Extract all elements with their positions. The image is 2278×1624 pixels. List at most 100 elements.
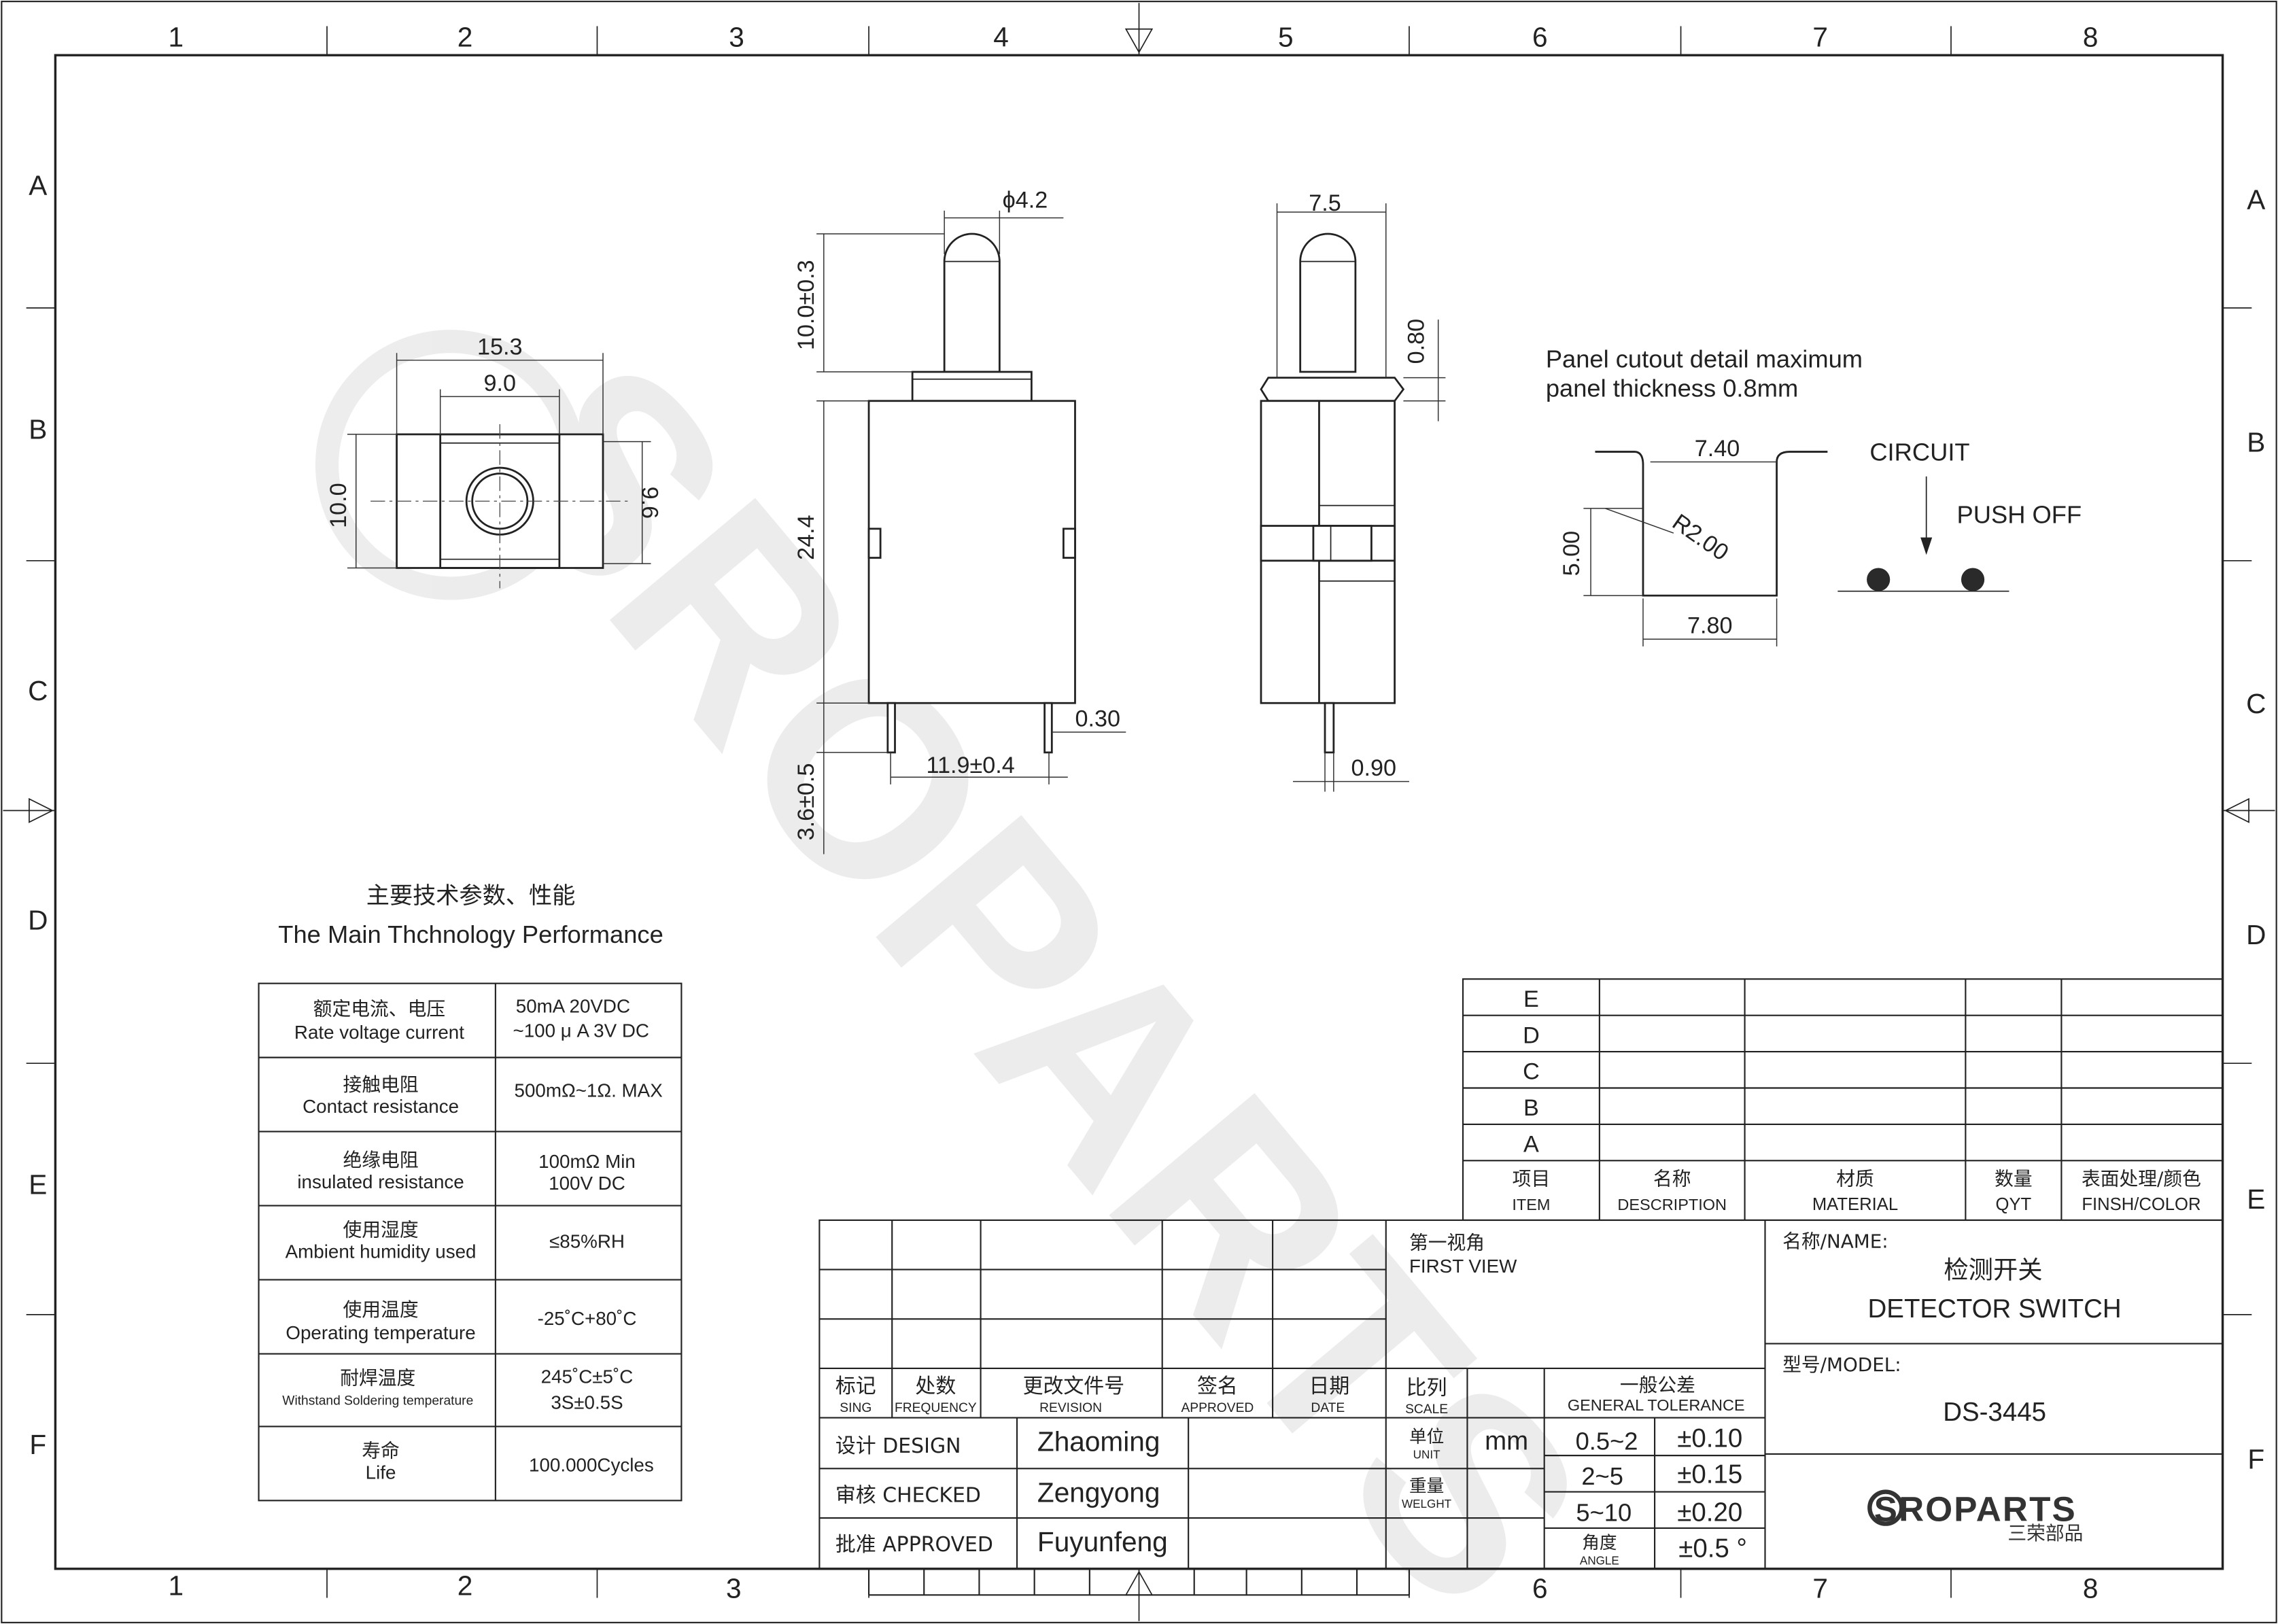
col-label-bottom: 8 bbox=[2083, 1573, 2099, 1604]
revision-header-en: REVISION bbox=[1039, 1401, 1102, 1415]
spec-value: 100.000Cycles bbox=[529, 1455, 654, 1476]
spec-label-cn: 使用湿度 bbox=[343, 1218, 419, 1241]
angle-label-cn: 角度 bbox=[1582, 1533, 1617, 1553]
spec-value: 100mΩ Min bbox=[538, 1151, 636, 1172]
row-label-left: B bbox=[29, 413, 47, 445]
circuit-contact-right bbox=[1961, 568, 1985, 591]
row-label-right: F bbox=[2247, 1443, 2264, 1474]
dim-r2-00: R2.00 bbox=[1668, 509, 1733, 566]
dim-0-80: 0.80 bbox=[1403, 319, 1429, 364]
row-label-right: B bbox=[2247, 427, 2265, 458]
dim-10-0: 10.0 bbox=[326, 483, 351, 528]
row-label-left: F bbox=[29, 1429, 46, 1460]
signature-name: Zhaoming bbox=[1037, 1426, 1160, 1457]
tolerance-label-cn: 一般公差 bbox=[1620, 1374, 1695, 1396]
tolerance-value: ±0.10 bbox=[1677, 1423, 1742, 1453]
dim-0-90: 0.90 bbox=[1351, 755, 1396, 781]
tolerance-label-en: GENERAL TOLERANCE bbox=[1568, 1396, 1745, 1414]
spec-row: 使用温度 Operating temperature -25˚C+80˚C bbox=[286, 1298, 636, 1343]
row-label-right: A bbox=[2247, 184, 2265, 215]
col-label-bottom: 2 bbox=[458, 1570, 473, 1601]
bom-row-label: E bbox=[1523, 986, 1539, 1012]
tolerance-range: 0.5~2 bbox=[1576, 1428, 1638, 1455]
signature-role: 设计 DESIGN bbox=[835, 1434, 961, 1458]
center-mark-top bbox=[1124, 3, 1154, 56]
spec-label-en: Ambient humidity used bbox=[286, 1241, 477, 1262]
circuit-arrow-head bbox=[1920, 537, 1933, 555]
spec-label-cn: 寿命 bbox=[362, 1439, 400, 1462]
col-label-top: 8 bbox=[2083, 21, 2099, 52]
circuit-contact-left bbox=[1867, 568, 1891, 591]
spec-row: 绝缘电阻 insulated resistance 100mΩ Min 100V… bbox=[297, 1149, 635, 1194]
bom-header-cn: 名称 bbox=[1653, 1168, 1691, 1190]
bom-header-cn: 材质 bbox=[1836, 1168, 1874, 1190]
col-label-top: 1 bbox=[168, 21, 184, 52]
signature-rows: 设计 DESIGN Zhaoming 审核 CHECKED Zengyong 批… bbox=[835, 1426, 1168, 1557]
revision-header-en: SING bbox=[840, 1401, 871, 1415]
first-view-cn: 第一视角 bbox=[1409, 1232, 1485, 1254]
bom-row-label: C bbox=[1523, 1059, 1540, 1085]
top-view: 15.3 9.0 10.0 9.6 bbox=[326, 334, 663, 589]
bom-header-en: MATERIAL bbox=[1812, 1195, 1898, 1214]
signature-name: Zengyong bbox=[1037, 1477, 1160, 1508]
row-label-left: C bbox=[28, 675, 48, 706]
spec-label-en: Life bbox=[366, 1462, 396, 1483]
revision-header-cn: 签名 bbox=[1197, 1375, 1238, 1398]
angle-label-en: ANGLE bbox=[1580, 1554, 1619, 1567]
scale-label-cn: 比列 bbox=[1407, 1376, 1447, 1400]
spec-row: 接触电阻 Contact resistance 500mΩ~1Ω. MAX bbox=[303, 1073, 663, 1117]
col-label-bottom: 1 bbox=[168, 1570, 184, 1601]
bom-row-label: D bbox=[1523, 1022, 1540, 1048]
revision-header-cn: 更改文件号 bbox=[1023, 1375, 1125, 1398]
bom-header-cn: 表面处理/颜色 bbox=[2082, 1168, 2201, 1190]
title-block: 标记 SING 处数 FREQUENCY 更改文件号 REVISION 签名 A… bbox=[818, 1219, 2224, 1596]
spec-row: 额定电流、电压 Rate voltage current 50mA 20VDC … bbox=[294, 995, 649, 1042]
company-logo: SROPARTS 三荣部品 bbox=[1867, 1489, 2083, 1544]
name-cn: 检测开关 bbox=[1944, 1255, 2042, 1284]
dim-15-3: 15.3 bbox=[477, 334, 523, 360]
col-label-bottom: 3 bbox=[726, 1573, 742, 1604]
dim-0-30: 0.30 bbox=[1075, 706, 1120, 731]
dim-7-5: 7.5 bbox=[1309, 190, 1341, 216]
spec-row: 耐焊温度 Withstand Soldering temperature 245… bbox=[282, 1366, 633, 1413]
row-label-right: D bbox=[2246, 919, 2266, 950]
panel-cutout-detail: Panel cutout detail maximum panel thickn… bbox=[1546, 345, 1863, 646]
tolerance-value: ±0.15 bbox=[1677, 1460, 1742, 1489]
signature-role: 审核 CHECKED bbox=[835, 1484, 981, 1508]
logo-ring bbox=[1867, 1489, 1904, 1526]
panel-note-line-1: Panel cutout detail maximum bbox=[1546, 345, 1863, 373]
spec-label-cn: 使用温度 bbox=[343, 1298, 419, 1321]
unit-label-cn: 单位 bbox=[1409, 1427, 1444, 1447]
spec-label-cn: 绝缘电阻 bbox=[343, 1149, 419, 1171]
row-label-right: E bbox=[2247, 1184, 2265, 1215]
spec-label-cn: 接触电阻 bbox=[343, 1073, 419, 1096]
col-label-top: 6 bbox=[1532, 21, 1548, 52]
col-label-top: 4 bbox=[993, 21, 1009, 52]
specs-title-en: The Main Thchnology Performance bbox=[278, 920, 663, 948]
spec-value: 3S±0.5S bbox=[551, 1392, 623, 1413]
first-view-en: FIRST VIEW bbox=[1409, 1256, 1517, 1277]
spec-value: 500mΩ~1Ω. MAX bbox=[515, 1079, 663, 1101]
specs-section: 主要技术参数、性能 The Main Thchnology Performanc… bbox=[258, 882, 683, 1502]
row-label-right: C bbox=[2246, 688, 2266, 719]
center-mark-left bbox=[3, 797, 56, 823]
signature-role: 批准 APPROVED bbox=[835, 1533, 993, 1557]
spec-value: 245˚C±5˚C bbox=[541, 1366, 634, 1387]
revision-header-en: FREQUENCY bbox=[895, 1401, 977, 1415]
dim-9-0: 9.0 bbox=[484, 370, 517, 396]
dim-5-00: 5.00 bbox=[1559, 531, 1585, 576]
col-label-bottom: 7 bbox=[1812, 1573, 1828, 1604]
spec-label-en: insulated resistance bbox=[297, 1171, 464, 1192]
side-view: 7.5 0.80 0.90 bbox=[1260, 190, 1446, 792]
dim-24-4: 24.4 bbox=[793, 515, 819, 560]
spec-label-en: Contact resistance bbox=[303, 1096, 459, 1117]
bom-row-label: A bbox=[1523, 1132, 1539, 1158]
bom-header-en: QYT bbox=[1996, 1195, 2032, 1214]
spec-label-en: Operating temperature bbox=[286, 1322, 475, 1343]
weight-label-en: WELGHT bbox=[1402, 1498, 1452, 1510]
circuit-state: PUSH OFF bbox=[1957, 500, 2082, 528]
logo-text: SROPARTS bbox=[1874, 1489, 2077, 1528]
circuit-title: CIRCUIT bbox=[1869, 438, 1969, 466]
dim-7-80: 7.80 bbox=[1687, 613, 1733, 639]
